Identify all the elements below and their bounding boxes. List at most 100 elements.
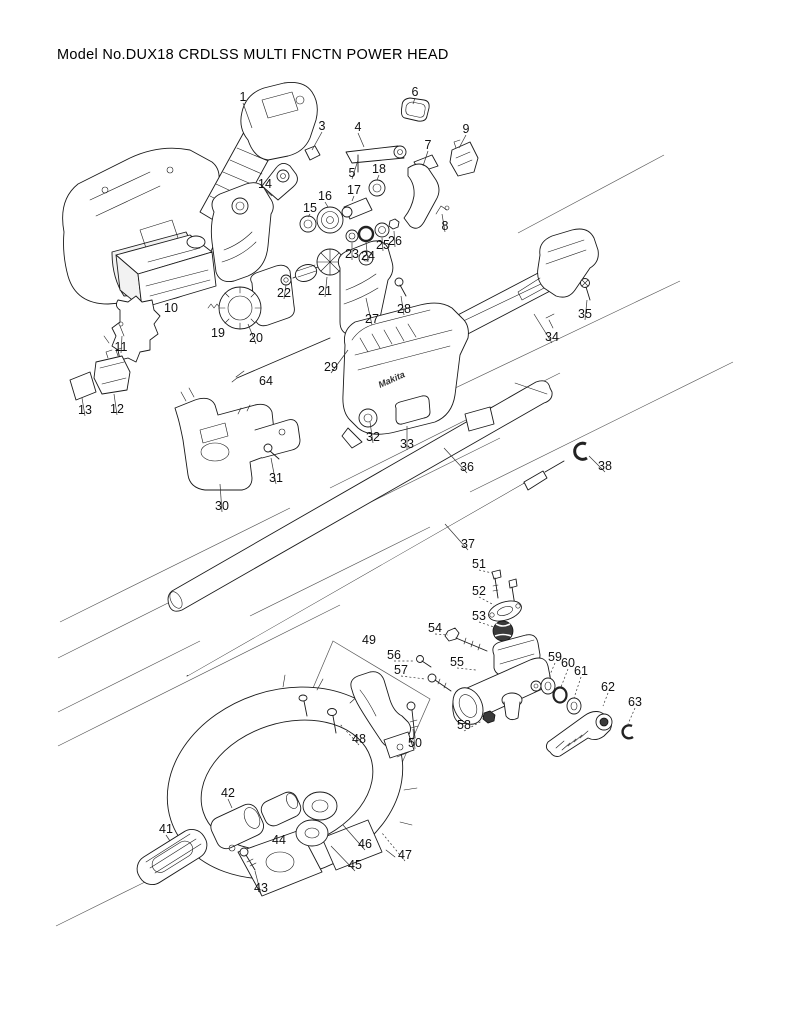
leader-line-58 (463, 720, 483, 732)
leader-line-8 (441, 213, 446, 233)
leader-line-38 (588, 455, 606, 473)
leader-line-20 (247, 323, 257, 345)
part-label-10: 10 (164, 301, 178, 315)
part-label-37: 37 (461, 537, 475, 551)
part-label-60: 60 (561, 656, 575, 670)
part-label-4: 4 (355, 120, 362, 134)
leader-line-36 (443, 447, 468, 474)
part-label-54: 54 (428, 621, 442, 635)
leader-line-11 (120, 335, 123, 354)
leader-line-50 (412, 728, 416, 750)
leader-lines (81, 97, 636, 895)
leader-line-9 (458, 134, 467, 149)
part-label-21: 21 (318, 284, 332, 298)
leader-line-60 (560, 668, 569, 688)
part-label-64: 64 (259, 374, 273, 388)
part-label-5: 5 (349, 166, 356, 180)
part-label-3: 3 (319, 119, 326, 133)
part-label-55: 55 (450, 655, 464, 669)
leader-line-45 (330, 845, 356, 872)
leader-line-47 (381, 832, 406, 862)
leader-line-46 (342, 824, 366, 851)
part-label-14: 14 (258, 177, 272, 191)
part-label-16: 16 (318, 189, 332, 203)
part-label-24: 24 (361, 249, 375, 263)
part-label-19: 19 (211, 326, 225, 340)
part-label-46: 46 (358, 837, 372, 851)
drive-shaft (186, 441, 588, 677)
part-label-26: 26 (388, 234, 402, 248)
leader-line-21 (324, 276, 328, 298)
part-label-6: 6 (412, 85, 419, 99)
part-label-44: 44 (272, 833, 286, 847)
part-label-36: 36 (460, 460, 474, 474)
leader-line-6 (412, 97, 416, 105)
leader-line-48 (339, 723, 360, 746)
page-title: Model No.DUX18 CRDLSS MULTI FNCTN POWER … (57, 47, 449, 63)
part-label-15: 15 (303, 201, 317, 215)
part-label-20: 20 (249, 331, 263, 345)
leader-line-63 (627, 707, 636, 725)
leader-line-41 (165, 834, 171, 842)
leader-line-59 (548, 662, 556, 678)
part-label-43: 43 (254, 881, 268, 895)
part-label-30: 30 (215, 499, 229, 513)
leader-line-5 (351, 159, 359, 180)
part-label-48: 48 (352, 732, 366, 746)
leader-line-43 (254, 870, 262, 895)
leader-line-61 (573, 676, 582, 699)
part-label-27: 27 (365, 312, 379, 326)
part-label-45: 45 (348, 858, 362, 872)
part-label-42: 42 (221, 786, 235, 800)
part-label-57: 57 (394, 663, 408, 677)
part-label-11: 11 (115, 340, 128, 354)
part-label-49: 49 (362, 633, 376, 647)
leader-line-34 (533, 313, 553, 344)
leader-line-35 (584, 299, 588, 321)
leader-line-3 (311, 131, 323, 151)
part-label-23: 23 (345, 247, 359, 261)
part-label-29: 29 (324, 360, 338, 374)
switch-trigger-cluster (304, 97, 479, 229)
part-label-13: 13 (78, 403, 92, 417)
part-label-59: 59 (548, 650, 562, 664)
part-label-41: 41 (159, 822, 173, 836)
part-label-62: 62 (601, 680, 615, 694)
leader-line-31 (270, 457, 277, 485)
leader-line-4 (357, 132, 365, 148)
leader-line-30 (219, 483, 223, 513)
leader-line-62 (602, 692, 609, 707)
gear-head-assembly (416, 569, 634, 757)
leader-line-13 (81, 397, 86, 417)
part-label-7: 7 (425, 138, 432, 152)
leader-line-25 (381, 237, 384, 252)
mount-bracket (174, 387, 301, 491)
part-label-18: 18 (372, 162, 386, 176)
outer-pipe (167, 380, 553, 612)
leader-line-24 (365, 241, 369, 263)
small-bracket-parts (69, 347, 131, 401)
part-label-38: 38 (598, 459, 612, 473)
leader-line-29 (330, 349, 349, 374)
part-label-35: 35 (578, 307, 592, 321)
leader-line-37 (444, 523, 469, 551)
leader-line-14 (264, 189, 273, 197)
part-label-52: 52 (472, 584, 486, 598)
part-label-33: 33 (400, 437, 414, 451)
leader-line-15 (307, 213, 311, 218)
part-label-8: 8 (442, 219, 449, 233)
leader-line-27 (365, 297, 373, 326)
part-label-32: 32 (366, 430, 380, 444)
part-label-61: 61 (574, 664, 588, 678)
part-label-28: 28 (397, 302, 411, 316)
loop-handle-assembly (136, 671, 419, 897)
leader-line-55 (456, 667, 477, 671)
leader-line-7 (422, 150, 429, 167)
part-label-50: 50 (408, 736, 422, 750)
part-label-58: 58 (457, 718, 471, 732)
leader-line-32 (369, 421, 374, 444)
motor-parts-cluster (207, 179, 407, 383)
